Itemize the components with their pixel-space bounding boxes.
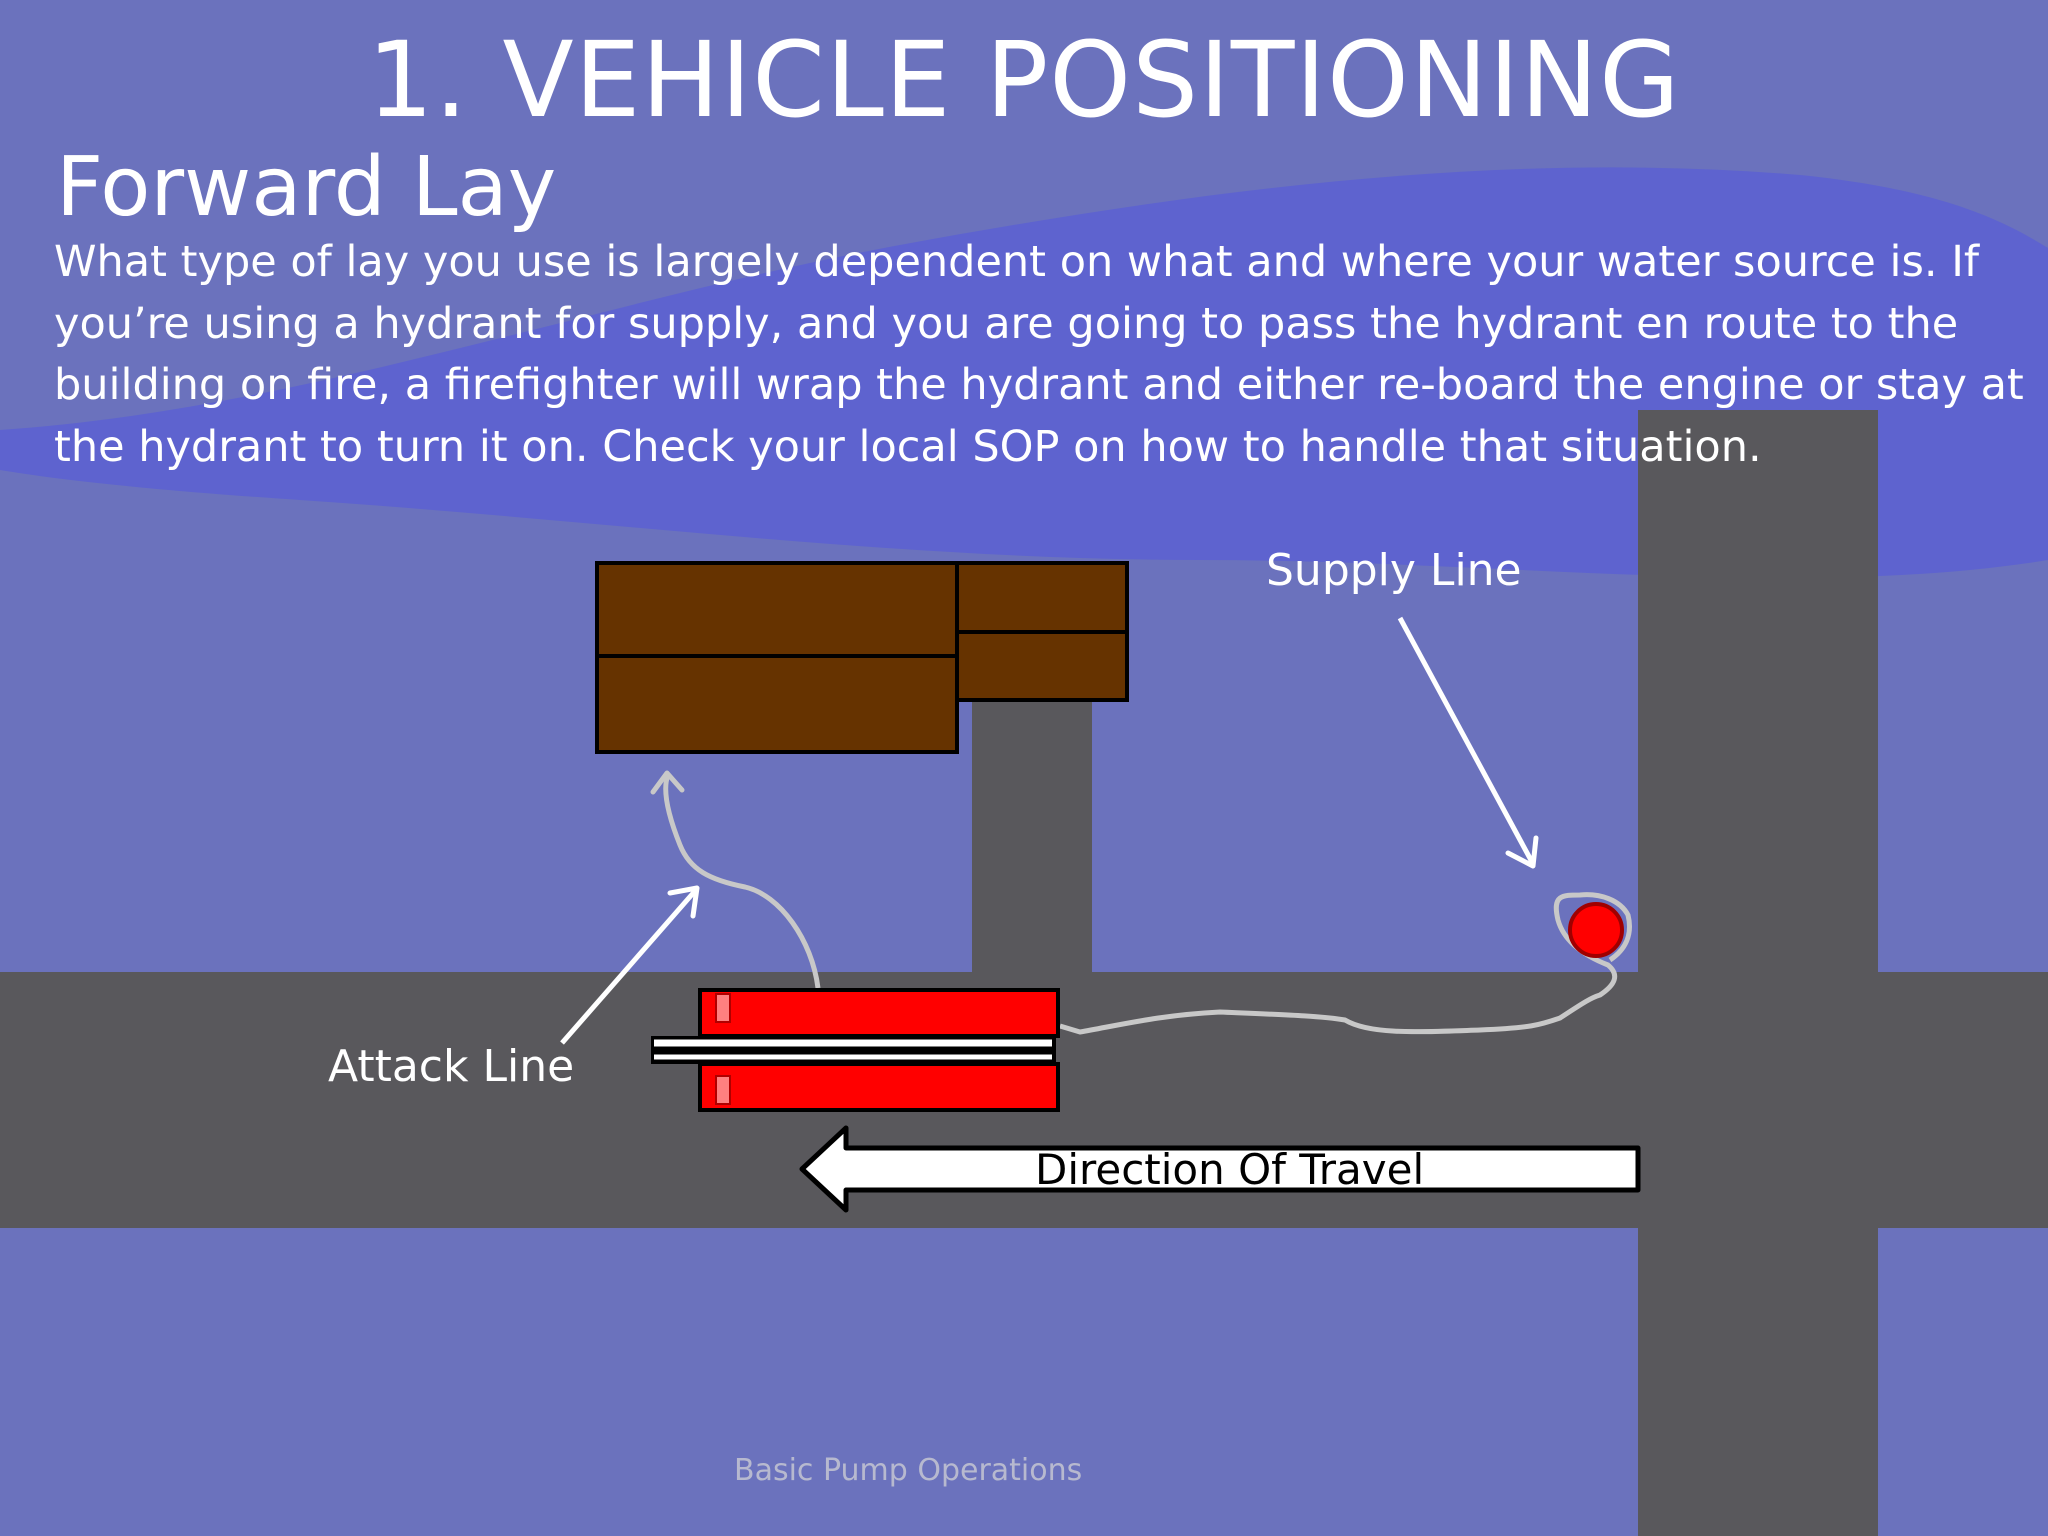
background-wave-band — [0, 167, 2048, 578]
attack-line-label: Attack Line — [328, 1041, 575, 1092]
slide-title: 1. VEHICLE POSITIONING — [367, 19, 1681, 141]
attack-line-hose — [663, 774, 821, 989]
direction-of-travel-label: Direction Of Travel — [1035, 1145, 1425, 1194]
driveway — [972, 690, 1092, 980]
fire-engine — [651, 988, 1060, 1112]
direction-of-travel-arrow — [799, 1125, 1641, 1213]
supply-line-label: Supply Line — [1266, 545, 1522, 596]
cross-street — [1638, 410, 1878, 1536]
building — [595, 561, 1129, 754]
slide-footer: Basic Pump Operations — [734, 1453, 1083, 1488]
attack-line-pointer-arrow — [560, 885, 700, 1045]
slide-body-text: What type of lay you use is largely depe… — [54, 237, 2024, 472]
background-wave — [0, 0, 2048, 440]
supply-line-pointer-arrow — [1397, 616, 1539, 869]
hydrant — [1568, 902, 1624, 958]
attack-line-arrowhead — [650, 770, 685, 795]
supply-line-hose — [1059, 892, 1632, 1035]
slide-subtitle: Forward Lay — [56, 140, 557, 235]
